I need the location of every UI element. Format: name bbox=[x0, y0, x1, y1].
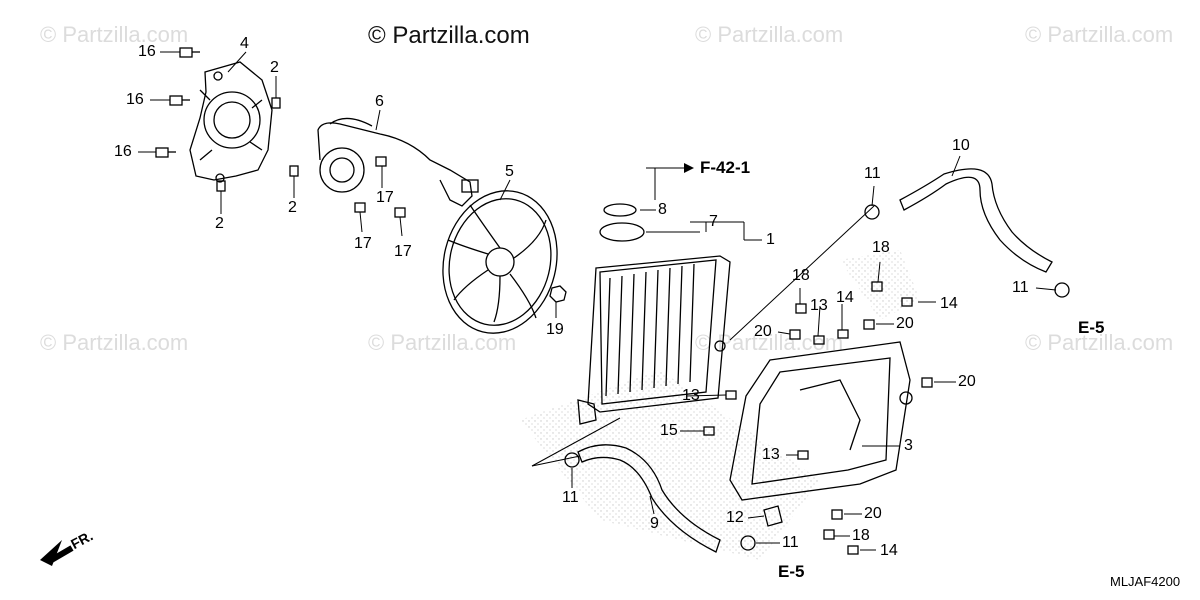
arrow bbox=[684, 163, 694, 173]
fan-motor bbox=[317, 117, 479, 207]
hose-clamp bbox=[740, 535, 756, 551]
clip bbox=[831, 509, 843, 520]
watermark: © Partzilla.com bbox=[695, 22, 844, 47]
callout-15: 15 bbox=[660, 422, 678, 439]
radiator-cap bbox=[599, 222, 645, 242]
arrow bbox=[46, 545, 74, 565]
callout-7: 7 bbox=[709, 213, 718, 230]
callout-11: 11 bbox=[1012, 279, 1029, 296]
bolt bbox=[155, 147, 176, 158]
bolt bbox=[375, 156, 387, 167]
bolt bbox=[847, 545, 859, 555]
callout-17: 17 bbox=[376, 189, 394, 206]
callout-19: 19 bbox=[546, 321, 564, 338]
callout-10: 10 bbox=[952, 137, 970, 154]
callout-16: 16 bbox=[114, 143, 132, 160]
upper-hose bbox=[899, 168, 1053, 273]
callout-18: 18 bbox=[852, 527, 870, 544]
callout-14: 14 bbox=[836, 289, 854, 306]
watermark: © Partzilla.com bbox=[40, 22, 189, 47]
shading-area bbox=[520, 370, 820, 560]
nut bbox=[549, 285, 567, 303]
bolt bbox=[797, 450, 809, 460]
clip bbox=[921, 377, 933, 388]
callout-2: 2 bbox=[270, 59, 279, 76]
reference-label: E-5 bbox=[1078, 318, 1105, 337]
callout-3: 3 bbox=[904, 437, 913, 454]
clip bbox=[871, 281, 883, 292]
callout-11: 11 bbox=[864, 165, 881, 182]
callout-11: 11 bbox=[562, 489, 579, 506]
clip bbox=[823, 529, 835, 540]
bolt bbox=[901, 297, 913, 307]
callout-1: 1 bbox=[766, 231, 775, 248]
arrow bbox=[40, 540, 62, 566]
fan-bracket bbox=[189, 61, 273, 183]
bolt bbox=[169, 95, 190, 106]
bolt bbox=[179, 47, 200, 58]
bolt bbox=[394, 207, 406, 218]
callout-9: 9 bbox=[650, 515, 659, 532]
callout-18: 18 bbox=[872, 239, 890, 256]
diagram-code: MLJAF4200 bbox=[1110, 574, 1181, 589]
watermark: © Partzilla.com bbox=[40, 330, 189, 355]
callout-4: 4 bbox=[240, 35, 249, 52]
reference-label: F-42-1 bbox=[700, 158, 751, 177]
o-ring bbox=[603, 203, 637, 217]
hose-clamp bbox=[1054, 282, 1070, 298]
callout-17: 17 bbox=[394, 243, 412, 260]
callout-20: 20 bbox=[864, 505, 882, 522]
bolt bbox=[725, 390, 737, 400]
lower-hose bbox=[577, 444, 721, 553]
callout-11: 11 bbox=[782, 534, 799, 551]
grommet bbox=[763, 505, 783, 527]
callout-16: 16 bbox=[126, 91, 144, 108]
callout-20: 20 bbox=[754, 323, 772, 340]
clip bbox=[271, 97, 281, 109]
callout-14: 14 bbox=[880, 542, 898, 559]
clip bbox=[789, 329, 801, 340]
callout-12: 12 bbox=[726, 509, 744, 526]
clip bbox=[289, 165, 299, 177]
reference-label: E-5 bbox=[778, 562, 805, 581]
callout-20: 20 bbox=[958, 373, 976, 390]
callout-20: 20 bbox=[896, 315, 914, 332]
callout-13: 13 bbox=[682, 387, 700, 404]
leader-lines bbox=[138, 51, 1057, 551]
callout-16: 16 bbox=[138, 43, 156, 60]
watermark: © Partzilla.com bbox=[368, 330, 517, 355]
shading-area bbox=[840, 250, 920, 320]
callout-2: 2 bbox=[215, 215, 224, 232]
callout-17: 17 bbox=[354, 235, 372, 252]
callout-13: 13 bbox=[810, 297, 828, 314]
cooling-fan bbox=[442, 190, 558, 334]
bolt bbox=[813, 335, 825, 345]
watermark: © Partzilla.com bbox=[1025, 330, 1174, 355]
callout-6: 6 bbox=[375, 93, 384, 110]
bolt bbox=[837, 329, 849, 339]
callout-13: 13 bbox=[762, 446, 780, 463]
radiator-shroud bbox=[729, 341, 913, 501]
callout-2: 2 bbox=[288, 199, 297, 216]
clip bbox=[863, 319, 875, 330]
callout-8: 8 bbox=[658, 201, 667, 218]
callout-5: 5 bbox=[505, 163, 514, 180]
radiator bbox=[577, 255, 731, 425]
copyright-label: © Partzilla.com bbox=[368, 22, 530, 49]
watermark: © Partzilla.com bbox=[1025, 22, 1174, 47]
hose-clamp bbox=[564, 452, 580, 468]
callout-18: 18 bbox=[792, 267, 810, 284]
bolt bbox=[354, 202, 366, 213]
callout-14: 14 bbox=[940, 295, 958, 312]
clip bbox=[795, 303, 807, 314]
